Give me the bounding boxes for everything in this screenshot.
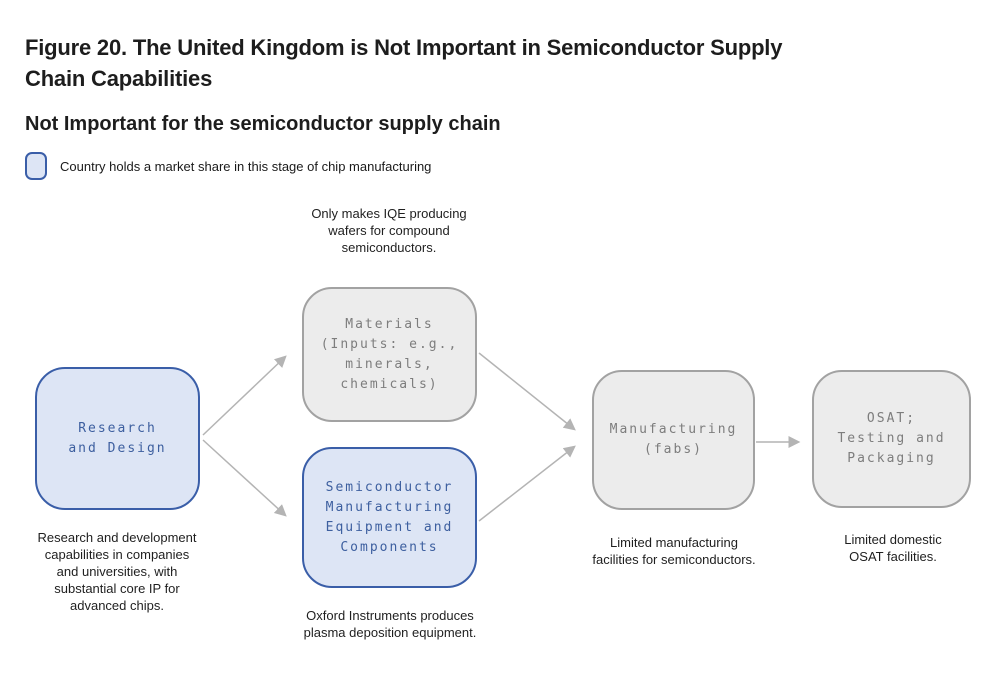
- node-semiconductor-manufacturing-equipment: Semiconductor Manufacturing Equipment an…: [302, 447, 477, 588]
- arrow-research-to-materials: [202, 355, 287, 436]
- node-osat-testing-packaging-label: OSAT; Testing and Packaging: [837, 411, 946, 466]
- node-manufacturing-fabs-label: Manufacturing (fabs): [609, 422, 738, 457]
- note-research-and-design: Research and development capabilities in…: [37, 530, 197, 613]
- legend: Country holds a market share in this sta…: [25, 152, 431, 180]
- legend-swatch-icon: [25, 152, 47, 180]
- note-manufacturing-fabs: Limited manufacturing facilities for sem…: [592, 535, 756, 567]
- node-semiconductor-manufacturing-equipment-label: Semiconductor Manufacturing Equipment an…: [325, 479, 454, 555]
- legend-label: Country holds a market share in this sta…: [60, 158, 432, 174]
- note-osat-testing-packaging: Limited domestic OSAT facilities.: [844, 532, 942, 564]
- node-osat-testing-packaging: OSAT; Testing and Packaging: [812, 370, 971, 508]
- node-research-and-design-label: Research and Design: [68, 420, 167, 456]
- arrow-research-to-sme: [202, 439, 287, 517]
- arrow-materials-to-manufacturing: [478, 352, 576, 431]
- note-semiconductor-manufacturing-equipment: Oxford Instruments produces plasma depos…: [303, 608, 477, 640]
- node-research-and-design: Research and Design: [35, 367, 200, 510]
- section-subtitle: Not Important for the semiconductor supp…: [25, 113, 501, 135]
- arrow-sme-to-manufacturing: [478, 445, 576, 522]
- figure-title: Figure 20. The United Kingdom is Not Imp…: [25, 35, 783, 91]
- node-materials-label: Materials (Inputs: e.g., minerals, chemi…: [320, 316, 459, 392]
- note-materials: Only makes IQE producing wafers for comp…: [311, 206, 467, 255]
- node-materials: Materials (Inputs: e.g., minerals, chemi…: [302, 287, 477, 422]
- node-manufacturing-fabs: Manufacturing (fabs): [592, 370, 755, 510]
